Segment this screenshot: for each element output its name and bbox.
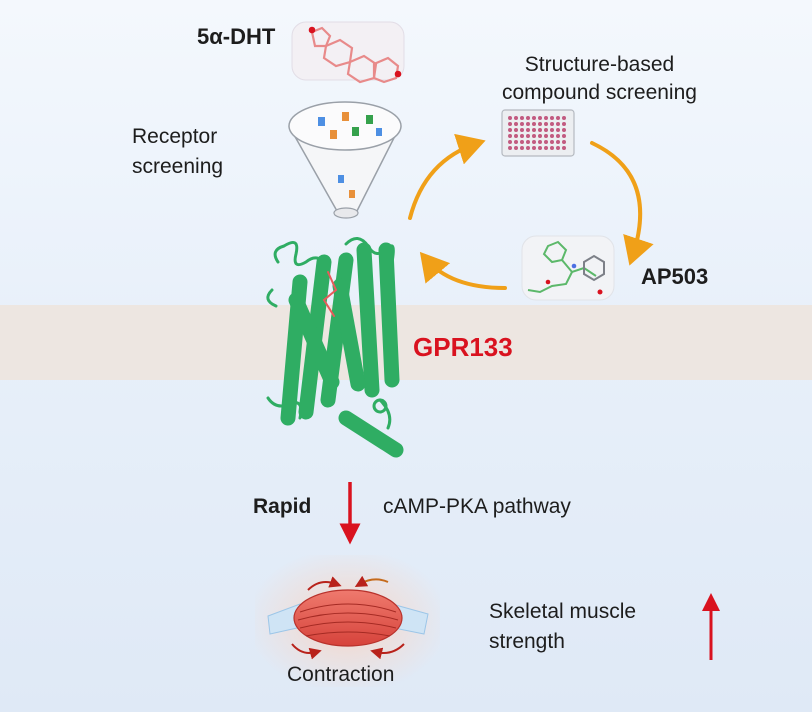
funnel-icon xyxy=(288,101,402,219)
arrow-to-plate xyxy=(408,133,486,220)
ap503-molecule-icon xyxy=(521,235,615,301)
arrow-to-ap503 xyxy=(590,141,654,266)
rapid-label: Rapid xyxy=(253,495,312,518)
gpcr-structure-icon xyxy=(266,237,404,458)
dht-molecule-icon xyxy=(291,21,405,84)
arrow-to-gpr133 xyxy=(419,251,507,290)
well-plate-icon xyxy=(501,109,575,157)
receptor-screening-line2: screening xyxy=(132,155,224,178)
compound-screening-line2: compound screening xyxy=(502,81,697,104)
ap503-label: AP503 xyxy=(641,264,709,289)
muscle-strength-line2: strength xyxy=(489,630,565,653)
gpr133-label: GPR133 xyxy=(413,332,513,362)
receptor-screening-label: Receptor screening xyxy=(132,122,223,182)
cycle-arrows xyxy=(408,133,654,290)
pathway-label: cAMP-PKA pathway xyxy=(383,495,571,518)
dht-label: 5α-DHT xyxy=(197,24,276,49)
muscle-strength-line1: Skeletal muscle xyxy=(489,600,637,623)
muscle-strength-label: Skeletal muscle strength xyxy=(489,597,636,657)
cell-membrane-band xyxy=(0,305,812,380)
compound-screening-line1: Structure-based xyxy=(524,53,675,76)
receptor-screening-line1: Receptor xyxy=(132,125,218,148)
muscle-icon xyxy=(255,555,440,687)
contraction-label: Contraction xyxy=(287,663,395,686)
compound-screening-label: Structure-based compound screening xyxy=(502,51,697,107)
